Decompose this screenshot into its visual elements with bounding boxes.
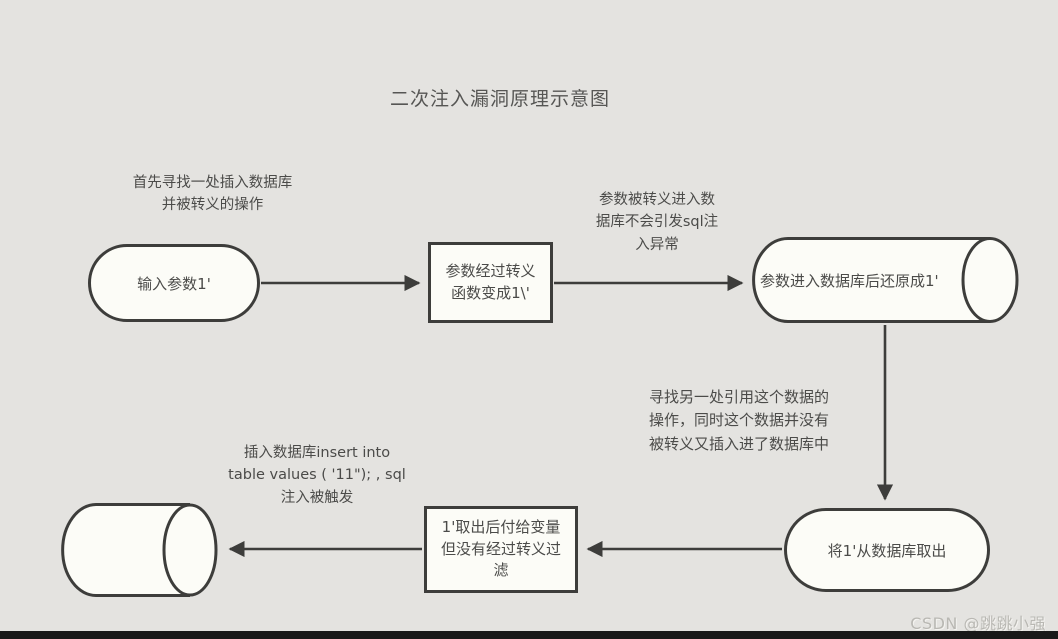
node-db-store-label: 参数进入数据库后还原成1' bbox=[760, 271, 939, 290]
node-fetch-out-label: 将1'从数据库取出 bbox=[827, 541, 947, 560]
node-db-second bbox=[61, 503, 218, 597]
node-assign-box-label: 1'取出后付给变量 但没有经过转义过 滤 bbox=[440, 517, 561, 580]
diagram-title: 二次注入漏洞原理示意图 bbox=[389, 88, 610, 110]
watermark: CSDN @跳跳小强 bbox=[910, 614, 1046, 633]
node-db-store bbox=[752, 237, 1019, 323]
bottom-bar bbox=[0, 631, 1058, 639]
db-second-end-cap bbox=[162, 503, 218, 597]
node-input-param: 输入参数1' bbox=[88, 244, 260, 322]
node-input-param-label: 输入参数1' bbox=[137, 274, 211, 293]
annotation-escaped-no-error: 参数被转义进入数 据库不会引发sql注 入异常 bbox=[595, 192, 719, 253]
node-escape-box-label: 参数经过转义 函数变成1\' bbox=[445, 261, 536, 302]
annotation-find-insert: 首先寻找一处插入数据库 并被转义的操作 bbox=[132, 175, 293, 214]
node-assign-box: 1'取出后付给变量 但没有经过转义过 滤 bbox=[424, 506, 578, 593]
annotation-insert-triggered: 插入数据库insert into table values ( '11"); ,… bbox=[228, 445, 406, 506]
db-second-body bbox=[61, 503, 190, 597]
db-store-body bbox=[752, 237, 990, 323]
annotation-find-reference: 寻找另一处引用这个数据的 操作，同时这个数据并没有 被转义又插入进了数据库中 bbox=[648, 388, 829, 453]
db-store-end-cap bbox=[961, 237, 1019, 323]
node-escape-box: 参数经过转义 函数变成1\' bbox=[428, 242, 553, 323]
node-fetch-out: 将1'从数据库取出 bbox=[784, 508, 990, 592]
